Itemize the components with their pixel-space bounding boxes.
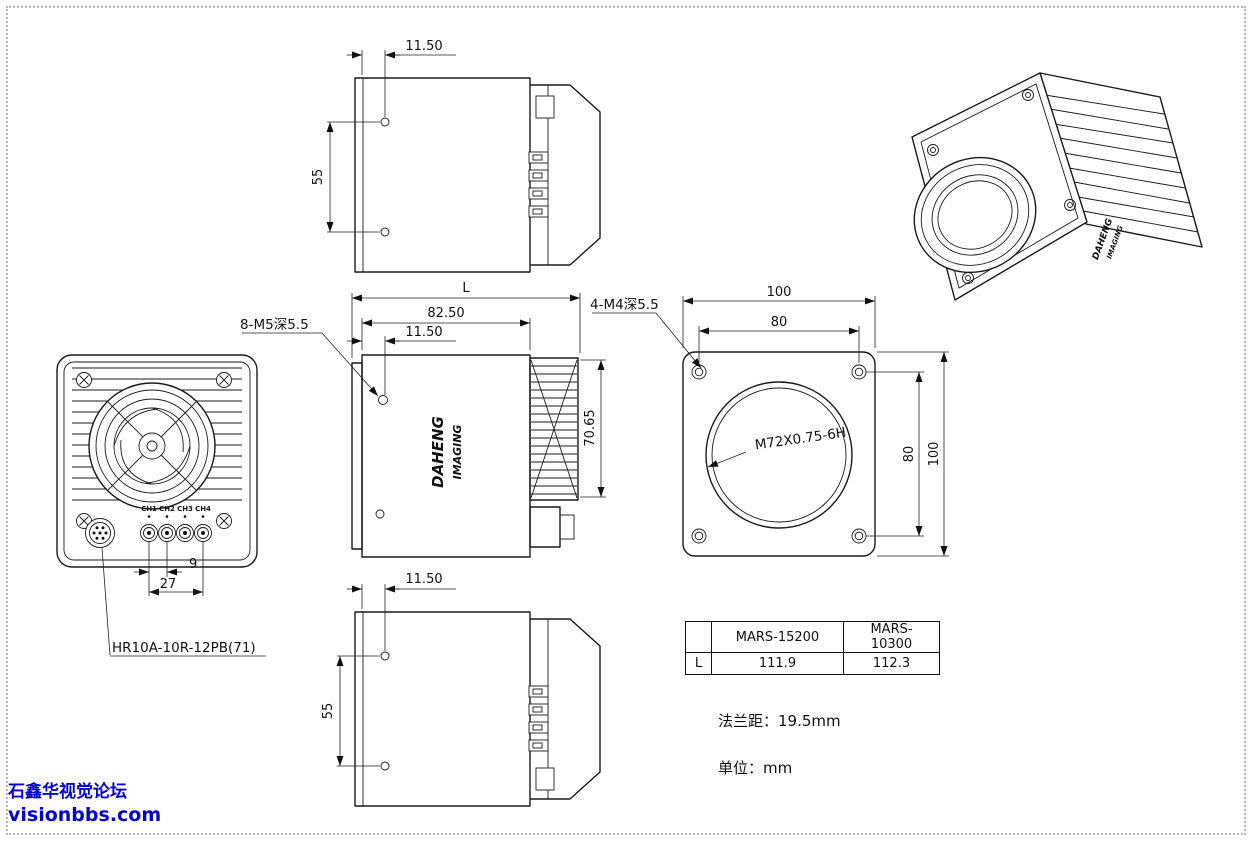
dim-text-55: 55 bbox=[321, 703, 336, 720]
flange-distance-note: 法兰距：19.5mm bbox=[718, 712, 841, 730]
iso-front-screws bbox=[927, 89, 1076, 284]
heatsink-braces bbox=[530, 359, 578, 499]
bottom-view: 11.50 55 bbox=[321, 572, 601, 807]
side-dim-overall-L: L bbox=[351, 281, 581, 358]
back-callout-connector: HR10A-10R-12PB(71) bbox=[101, 547, 266, 657]
bottom-body-outline bbox=[354, 611, 531, 807]
fan-hub bbox=[138, 432, 166, 460]
top-detail-block bbox=[535, 95, 555, 119]
iso-view: DAHENG IMAGING bbox=[911, 72, 1203, 301]
label-ch2: CH2 bbox=[159, 505, 175, 513]
top-rear-housing bbox=[530, 84, 601, 266]
back-dim-channel-span: 27 bbox=[149, 577, 203, 596]
side-connector-block bbox=[529, 506, 561, 548]
watermark: 石鑫华视觉论坛 visionbbs.com bbox=[8, 781, 161, 828]
brand-logo-line2: IMAGING bbox=[451, 425, 464, 480]
bottom-rear-housing bbox=[530, 618, 601, 800]
spec-row-label: L bbox=[685, 652, 712, 675]
spec-header-mars-10300: MARS-10300 bbox=[843, 621, 940, 653]
back-view: CH1 CH2 CH3 CH4 9 27 HR10A-10R-12PB(71 bbox=[56, 354, 266, 657]
iso-lens-mount bbox=[913, 156, 1037, 274]
label-ch1: CH1 bbox=[141, 505, 157, 513]
front-view: M72X0.75-6H 4-M4深5.5 100 80 80 bbox=[590, 285, 949, 557]
dim-text-82-50: 82.50 bbox=[427, 306, 464, 321]
channel-connectors bbox=[140, 524, 212, 542]
spec-table-header-row: MARS-15200 MARS-10300 bbox=[685, 621, 940, 653]
mount-hole bbox=[380, 761, 390, 771]
bottom-dim-hole-spacing: 55 bbox=[321, 655, 380, 767]
mount-hole bbox=[380, 227, 390, 237]
side-view: DAHENG IMAGING L 82.50 11.50 bbox=[240, 281, 606, 558]
top-dim-hole-spacing: 55 bbox=[311, 121, 380, 233]
side-dim-fin-height: 70.65 bbox=[580, 359, 606, 498]
top-rear-connectors bbox=[528, 151, 549, 218]
side-heatsink bbox=[529, 357, 579, 501]
bottom-detail-block bbox=[535, 767, 555, 791]
dim-text-9: 9 bbox=[189, 557, 197, 572]
bottom-dim-edge-to-hole: 11.50 bbox=[347, 572, 456, 651]
heatsink-fins bbox=[531, 365, 577, 495]
back-dim-channel-pitch: 9 bbox=[134, 542, 204, 596]
label-ch3: CH3 bbox=[177, 505, 193, 513]
label-ch4: CH4 bbox=[195, 505, 211, 513]
top-dim-edge-to-hole: 11.50 bbox=[347, 39, 456, 117]
back-inner-outline bbox=[63, 361, 251, 561]
brand-logo-line1: DAHENG bbox=[429, 416, 447, 488]
dim-text-55: 55 bbox=[311, 169, 326, 186]
dim-text-100: 100 bbox=[927, 442, 942, 467]
watermark-site-url: visionbbs.com bbox=[8, 804, 162, 827]
watermark-forum-name: 石鑫华视觉论坛 bbox=[8, 782, 127, 802]
dim-text-11-50: 11.50 bbox=[405, 572, 442, 587]
mount-hole bbox=[380, 651, 390, 661]
iso-heatsink-fins bbox=[1044, 94, 1199, 233]
bottom-rear-connectors bbox=[528, 685, 549, 752]
unit-note: 单位：mm bbox=[718, 759, 793, 777]
dim-text-80: 80 bbox=[902, 446, 917, 463]
dim-text-80: 80 bbox=[771, 315, 788, 330]
front-plate-outline bbox=[682, 351, 876, 557]
side-connector-tab bbox=[559, 514, 575, 540]
spec-header-mars-15200: MARS-15200 bbox=[711, 621, 844, 653]
callout-8-m5: 8-M5深5.5 bbox=[240, 317, 309, 333]
m5-screw-hole bbox=[378, 395, 388, 405]
callout-4-m4: 4-M4深5.5 bbox=[590, 297, 659, 313]
fan-blades bbox=[113, 407, 191, 485]
back-corner-screws bbox=[76, 372, 232, 529]
front-dim-outer-height: 100 bbox=[877, 351, 949, 557]
spec-value-10300: 112.3 bbox=[843, 652, 940, 675]
dim-text-27: 27 bbox=[160, 577, 177, 592]
front-corner-holes bbox=[691, 364, 867, 544]
spec-header-blank bbox=[685, 621, 712, 653]
spec-value-15200: 111.9 bbox=[711, 652, 844, 675]
side-callout-screws: 8-M5深5.5 bbox=[240, 317, 379, 397]
m5-screw-hole bbox=[375, 509, 385, 519]
channel-labels: CH1 CH2 CH3 CH4 bbox=[141, 505, 211, 518]
front-callout-screws: 4-M4深5.5 bbox=[590, 297, 702, 369]
lens-mount-outer bbox=[705, 381, 853, 529]
callout-hr10a: HR10A-10R-12PB(71) bbox=[112, 640, 256, 656]
mount-hole bbox=[380, 117, 390, 127]
side-dim-body: 82.50 bbox=[361, 306, 531, 350]
top-view: 11.50 55 bbox=[311, 39, 601, 273]
hirose-connector bbox=[85, 518, 115, 548]
front-dim-hole-height: 80 bbox=[866, 371, 924, 537]
side-flange bbox=[351, 362, 363, 550]
spec-table-length-row: L 111.9 112.3 bbox=[685, 652, 940, 675]
dim-text-11-50: 11.50 bbox=[405, 325, 442, 340]
top-body-outline bbox=[354, 77, 531, 273]
side-dim-edge-to-hole: 11.50 bbox=[347, 325, 456, 395]
dim-text-100: 100 bbox=[767, 285, 792, 300]
front-dim-outer-width: 100 bbox=[682, 285, 876, 348]
cooling-fan bbox=[88, 382, 216, 510]
dim-text-L: L bbox=[462, 281, 470, 296]
lens-mount-thread bbox=[711, 387, 847, 523]
dim-text-11-50: 11.50 bbox=[405, 39, 442, 54]
dim-text-70-65: 70.65 bbox=[583, 409, 598, 446]
spec-table: MARS-15200 MARS-10300 L 111.9 112.3 bbox=[685, 621, 940, 675]
front-dim-hole-width: 80 bbox=[698, 315, 860, 363]
